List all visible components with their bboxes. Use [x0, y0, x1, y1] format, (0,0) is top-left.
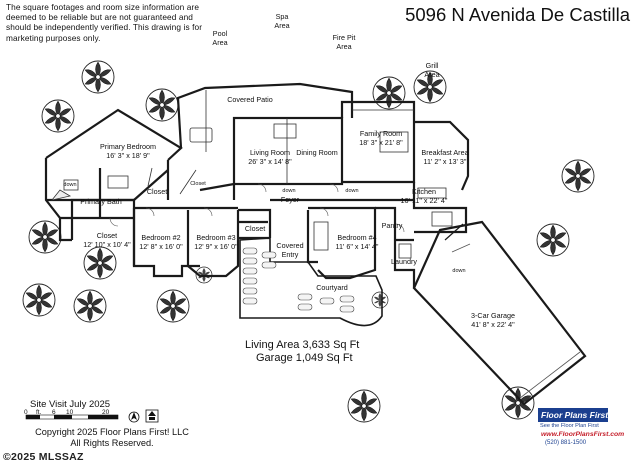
brand-tagline: See the Floor Plan First [540, 423, 599, 429]
living-area-sqft: Living Area 3,633 Sq Ft [245, 339, 360, 351]
interior-details [50, 90, 453, 259]
label-covered-patio: Covered Patio [227, 95, 273, 104]
room-closet-hall: Closet [244, 224, 266, 233]
scale-zero: 0 [24, 409, 28, 416]
room-size: 12' 8" x 16' 0" [139, 241, 183, 251]
label-fire-pit-area: Fire Pit Area [332, 33, 356, 51]
room-name: Family Room [359, 129, 403, 138]
room-size: 16' 3" x 18' 9" [106, 150, 150, 160]
room-name: Kitchen [412, 187, 436, 196]
scale-six: 6 [52, 409, 56, 416]
scale-ten: 10 [66, 409, 74, 416]
room-covered-entry: Covered Entry [276, 241, 304, 259]
tree-icon [536, 223, 570, 257]
tree-icon [28, 220, 62, 254]
tree-icon [501, 386, 535, 420]
label-courtyard: Courtyard [316, 283, 348, 292]
tree-icon [372, 76, 406, 110]
room-size: 12' 9" x 16' 0" [194, 241, 238, 251]
garage-structure [412, 220, 587, 406]
room-primary-bath: Primary Bath [80, 197, 122, 206]
room-name: Primary Bedroom [100, 142, 156, 151]
tree-icon [156, 289, 190, 323]
brand-logo-box [538, 408, 608, 422]
tree-icon [561, 159, 595, 193]
disclaimer-text: The square footages and room size inform… [6, 2, 203, 43]
room-size: 12' 10" x 10' 4" [83, 239, 131, 249]
tree-icon [347, 389, 381, 423]
outdoor-grill-label: Grill Area [424, 61, 440, 79]
label-down-garage: down [452, 268, 466, 274]
label-down-family: down [345, 188, 359, 194]
north-arrow-icon [131, 412, 137, 420]
room-size: 26' 3" x 14' 8" [248, 156, 292, 166]
tree-icon [81, 60, 115, 94]
scale-twenty: 20 [102, 409, 110, 416]
outdoor-pool-label: Pool Area [212, 29, 228, 47]
room-size: 11' 2" x 13' 3" [423, 156, 467, 166]
scale-ft: ft. [36, 409, 42, 416]
label-down-primary: down [63, 182, 77, 188]
room-name: Living Room [250, 148, 290, 157]
copyright-notice: Copyright 2025 Floor Plans First! LLC Al… [35, 427, 189, 448]
room-name: 3-Car Garage [471, 311, 515, 320]
room-dining-room: Dining Room [296, 148, 338, 157]
brand-phone: (520) 881-1500 [545, 440, 587, 446]
room-name: Breakfast Area [421, 148, 469, 157]
tree-icon [145, 88, 179, 122]
room-name: Covered Entry [276, 241, 304, 259]
room-size: 11' 6" x 14' 4" [335, 241, 379, 251]
label-down-living: down [282, 188, 296, 194]
room-name: Bedroom #4 [337, 233, 377, 242]
courtyard-area [239, 237, 383, 327]
label-pool-area: Pool Area [212, 29, 228, 47]
label-closet-small: Closet [190, 181, 206, 187]
mls-watermark: ©2025 MLSSAZ [3, 451, 84, 460]
room-size: 16' 11" x 22' 4" [400, 195, 448, 205]
tree-icon [73, 289, 107, 323]
room-pantry: Pantry [381, 221, 403, 230]
room-foyer: Foyer [280, 195, 300, 204]
outdoor-fire-pit-label: Fire Pit Area [332, 33, 356, 51]
brand-logo: Floor Plans First! See the Floor Plan Fi… [538, 404, 634, 454]
site-visit-date: Site Visit July 2025 [30, 399, 111, 410]
shrub-icon [371, 291, 389, 309]
tree-icon [41, 99, 75, 133]
tree-icon [22, 283, 56, 317]
door-swings [109, 183, 405, 233]
label-spa-area: Spa Area [274, 12, 290, 30]
garage-area-sqft: Garage 1,049 Sq Ft [256, 352, 353, 364]
outdoor-spa-label: Spa Area [274, 12, 290, 30]
room-closet-primary: Closet [146, 187, 168, 196]
brand-name: Floor Plans First! [541, 410, 611, 420]
room-name: Bedroom #2 [141, 233, 181, 242]
room-name: Bedroom #3 [196, 233, 236, 242]
scale-bar [25, 409, 159, 423]
room-size: 18' 3" x 21' 8" [359, 137, 403, 147]
tree-icon [83, 246, 117, 280]
room-name: Closet [96, 231, 118, 240]
brand-website-link[interactable]: www.FloorPlansFirst.com [541, 431, 625, 438]
room-size: 41' 8" x 22' 4" [471, 319, 515, 329]
room-laundry: Laundry [391, 257, 417, 266]
property-address: 5096 N Avenida De Castilla [405, 4, 630, 25]
label-grill-area: Grill Area [424, 61, 440, 79]
